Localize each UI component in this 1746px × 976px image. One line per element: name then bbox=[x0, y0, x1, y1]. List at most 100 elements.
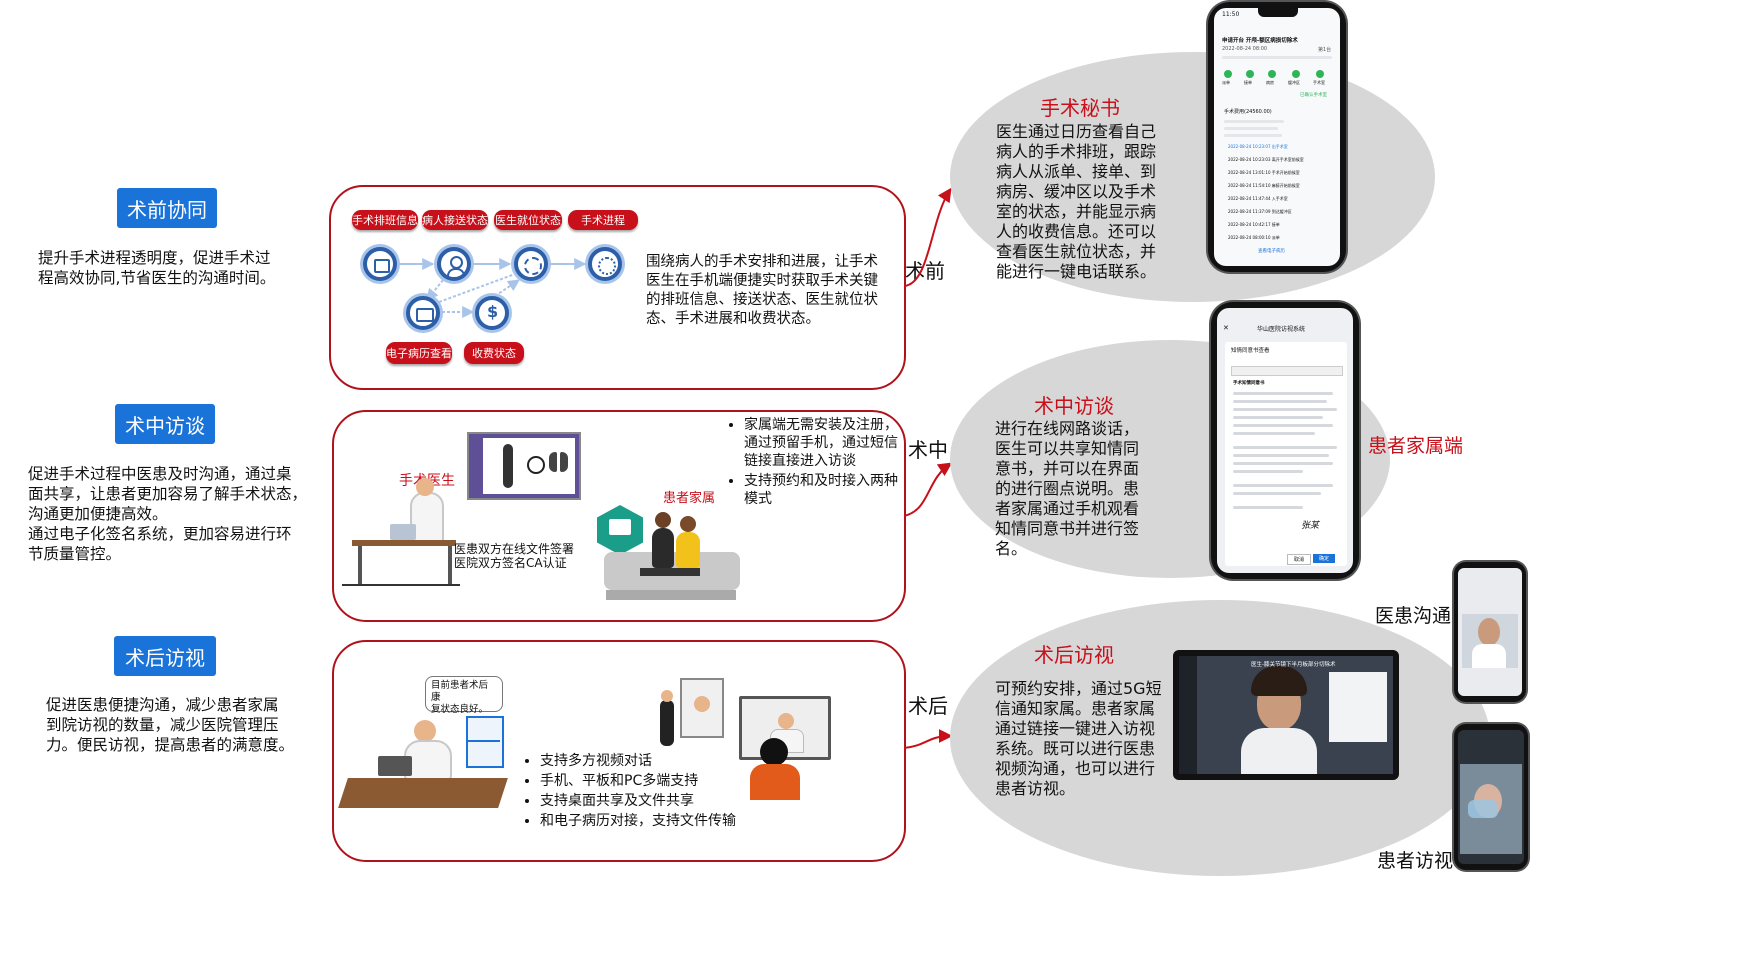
viewer-head bbox=[760, 738, 788, 766]
text-visit: 可预约安排，通过5G短 信通知家属。患者家属 通过链接一键进入访视 系统。既可以… bbox=[995, 679, 1162, 798]
pill-doctor-ready: 医生就位状态 bbox=[494, 210, 562, 230]
family-person-2 bbox=[676, 532, 700, 568]
system-title: 华山医院访视系统 bbox=[1257, 326, 1306, 333]
viewer-body bbox=[750, 764, 800, 800]
label-family-end: 患者家属端 bbox=[1368, 435, 1464, 457]
search-icon bbox=[527, 456, 545, 474]
text-secretary: 医生通过日历查看自己 病人的手术排班，跟踪 病人从派单、接单、到 病房、缓冲区以… bbox=[996, 122, 1157, 281]
doctor-head bbox=[416, 478, 434, 496]
label-patient-visit: 患者访视 bbox=[1377, 850, 1454, 872]
panel3-bullet: 支持多方视频对话 bbox=[540, 752, 760, 770]
log-4: 2022-08-24 11:54:10 麻醉开始前候室 bbox=[1228, 183, 1300, 188]
doctor-figure-post bbox=[404, 740, 452, 780]
phase-intraop: 术中 bbox=[908, 438, 948, 462]
laptop-icon bbox=[390, 524, 416, 540]
panel3-bullet: 和电子病历对接，支持文件传输 bbox=[540, 812, 760, 830]
label-communication: 医患沟通 bbox=[1375, 605, 1452, 627]
tag-postop: 术后访视 bbox=[114, 636, 216, 676]
log-5: 2022-08-24 11:47:44 入手术室 bbox=[1228, 196, 1288, 201]
desk-post bbox=[338, 778, 508, 808]
cancel-button[interactable]: 取消 bbox=[1287, 554, 1311, 565]
confirm-button[interactable]: 确定 bbox=[1313, 554, 1335, 563]
desk bbox=[352, 540, 456, 546]
phase-postop: 术后 bbox=[908, 694, 948, 718]
step-label-2: 接单 bbox=[1244, 80, 1252, 85]
step-4 bbox=[1292, 70, 1300, 78]
step-5 bbox=[1316, 70, 1324, 78]
surgery-header: 申请开台 开颅-额区病损切除术 bbox=[1222, 38, 1298, 44]
tag-preop: 术前协同 bbox=[117, 188, 217, 228]
panel2-bullet: 支持预约和及时接入两种模式 bbox=[744, 472, 904, 508]
title-visit: 术后访视 bbox=[1034, 643, 1114, 667]
imaging-monitor bbox=[467, 432, 581, 500]
family-person-1 bbox=[652, 528, 674, 568]
desc-postop: 促进医患便捷沟通，减少患者家属 到院访视的数量，减少医院管理压 力。便民访视，提… bbox=[46, 696, 295, 754]
step-2 bbox=[1246, 70, 1254, 78]
close-icon[interactable]: ✕ bbox=[1223, 324, 1229, 332]
wall-monitor bbox=[680, 678, 724, 738]
connector-arrows bbox=[903, 187, 953, 749]
panel3-bullets: 支持多方视频对话 手机、平板和PC多端支持 支持桌面共享及文件共享 和电子病历对… bbox=[522, 752, 760, 832]
step-3 bbox=[1268, 70, 1276, 78]
speech-bubble-text: 目前患者术后康 复状态良好。 bbox=[431, 680, 489, 715]
desc-preop: 提升手术进程透明度，促进手术过 程高效协同,节省医生的沟通时间。 bbox=[38, 249, 276, 287]
body-scan-icon bbox=[503, 444, 513, 488]
signature: 张某 bbox=[1301, 521, 1320, 531]
fee-line: 手术费用(24560.00) bbox=[1224, 109, 1272, 115]
laptop-icon-post bbox=[378, 756, 412, 776]
log-8: 2022-08-24 08:00:10 派单 bbox=[1228, 235, 1280, 240]
status-time: 11:50 bbox=[1222, 11, 1240, 18]
done-badge: 已确认手术室 bbox=[1300, 93, 1327, 98]
flow-diagram bbox=[398, 258, 587, 318]
text-interview: 进行在线网路谈话， 医生可以共享知情同 意书，并可以在界面 的进行圈点说明。患 … bbox=[995, 419, 1140, 558]
screen-stack bbox=[466, 716, 504, 768]
phone-secretary: 11:50 申请开台 开颅-额区病损切除术 2022-08-24 08:00 第… bbox=[1208, 2, 1346, 272]
comm-face bbox=[1478, 618, 1500, 646]
log-3: 2022-08-24 13:01:10 手术开始前候室 bbox=[1228, 170, 1300, 175]
doctor-head-post bbox=[414, 720, 436, 742]
panel3-bullet: 支持桌面共享及文件共享 bbox=[540, 792, 760, 810]
surgery-room: 第1台 bbox=[1318, 47, 1332, 53]
surgery-date: 2022-08-24 08:00 bbox=[1222, 46, 1268, 52]
tablet-video: 医生-膝关节镜下半月板部分切除术 bbox=[1173, 650, 1399, 780]
log-2: 2022-08-24 10:23:03 离开手术室前候室 bbox=[1228, 157, 1304, 162]
step-label-3: 病房 bbox=[1266, 80, 1274, 85]
emr-link[interactable]: 查看电子病历 bbox=[1258, 249, 1285, 254]
panel-preop-text: 围绕病人的手术安排和进展，让手术 医生在手机端便捷实时获取手术关键 的排班信息、… bbox=[646, 254, 878, 327]
tag-intraop: 术中访谈 bbox=[115, 404, 215, 444]
phone-patient-visit bbox=[1454, 724, 1528, 870]
panel2-bullets: 家属端无需安装及注册，通过预留手机，通过短信链接直接进入访谈 支持预约和及时接入… bbox=[726, 416, 904, 510]
pill-fee: 收费状态 bbox=[464, 342, 524, 364]
tablet-caption: 医生-膝关节镜下半月板部分切除术 bbox=[1251, 662, 1336, 668]
pill-transfer: 病人接送状态 bbox=[422, 210, 488, 230]
panel2-bullet: 家属端无需安装及注册，通过预留手机，通过短信链接直接进入访谈 bbox=[744, 416, 904, 470]
schedule-node-icon bbox=[363, 247, 397, 281]
progress-node-icon bbox=[588, 247, 622, 281]
lungs-icon bbox=[549, 452, 557, 472]
log-6: 2022-08-24 11:37:09 到达缓冲区 bbox=[1228, 209, 1292, 214]
doc-heading: 手术知情同意书 bbox=[1233, 381, 1265, 386]
step-label-5: 手术室 bbox=[1313, 80, 1325, 85]
pill-schedule: 手术排班信息 bbox=[352, 210, 418, 230]
title-interview: 术中访谈 bbox=[1034, 394, 1114, 418]
sign-text: 医患双方在线文件签署 医院双方签名CA认证 bbox=[454, 542, 575, 570]
family-label: 患者家属 bbox=[663, 491, 716, 506]
step-1 bbox=[1224, 70, 1232, 78]
log-7: 2022-08-24 10:42:17 接单 bbox=[1228, 222, 1280, 227]
desc-intraop: 促进手术过程中医患及时沟通，通过桌 面共享，让患者更加容易了解手术状态， 沟通更… bbox=[28, 465, 308, 563]
log-1: 2022-08-24 10:23:07 出手术室 bbox=[1228, 144, 1288, 149]
step-label-4: 缓冲区 bbox=[1288, 80, 1300, 85]
phone-communication bbox=[1454, 562, 1526, 702]
step-label-1: 派单 bbox=[1222, 80, 1230, 85]
patient-node-icon bbox=[437, 247, 471, 281]
doctor-node-icon bbox=[514, 247, 548, 281]
ellipse-secretary bbox=[950, 52, 1435, 302]
panel3-bullet: 手机、平板和PC多端支持 bbox=[540, 772, 760, 790]
fee-node-icon: $ bbox=[475, 296, 509, 330]
nurse-figure bbox=[660, 700, 674, 746]
emr-node-icon bbox=[406, 296, 440, 330]
speech-bubble: 目前患者术后康 复状态良好。 bbox=[425, 676, 503, 715]
phone-interview: ✕ 华山医院访视系统 知情同意书查看 手术知情同意书 张某 取消 确定 bbox=[1211, 302, 1359, 579]
title-secretary: 手术秘书 bbox=[1040, 96, 1120, 120]
pill-progress: 手术进程 bbox=[568, 210, 638, 230]
